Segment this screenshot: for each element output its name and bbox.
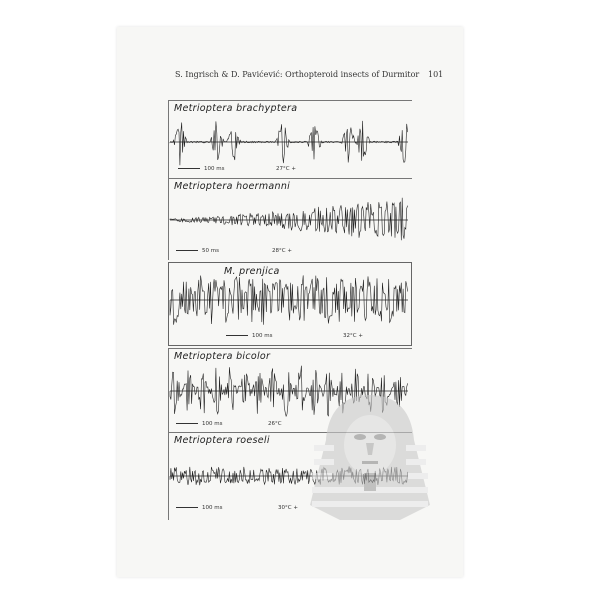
scale-bar: 100 ms (178, 166, 224, 172)
oscillogram-trace (169, 275, 408, 325)
oscillogram-panel-hoermanni: Metrioptera hoermanni 50 ms 28°C + (168, 178, 412, 260)
species-label: Metrioptera hoermanni (174, 181, 291, 192)
species-label: Metrioptera roeseli (174, 435, 270, 446)
scale-bar: 100 ms (176, 421, 222, 427)
species-label: M. prenjica (224, 266, 280, 277)
pharaoh-watermark-icon (310, 395, 430, 520)
temperature-label: 28°C + (272, 248, 292, 254)
species-label: Metrioptera brachyptera (174, 103, 298, 114)
scale-bar: 50 ms (176, 248, 219, 254)
temperature-label: 26°C (268, 421, 282, 427)
species-label: Metrioptera bicolor (174, 351, 271, 362)
oscillogram-panel-bicolor: Metrioptera bicolor 100 ms 26°C (168, 348, 412, 432)
scale-bar: 100 ms (176, 505, 222, 511)
page-number: 101 (428, 70, 444, 79)
oscillogram-trace (169, 197, 408, 241)
oscillogram-trace (169, 120, 408, 166)
temperature-label: 27°C + (276, 166, 296, 172)
oscillogram-panel-brachyptera: Metrioptera brachyptera 100 ms 27°C + (168, 100, 412, 178)
oscillogram-trace (169, 365, 408, 418)
temperature-label: 32°C + (343, 333, 363, 339)
header-title: S. Ingrisch & D. Pavićević: Orthopteroid… (175, 70, 420, 79)
scale-bar: 100 ms (226, 333, 272, 339)
oscillogram-panel-prenjica: M. prenjica 100 ms 32°C + (168, 262, 412, 346)
temperature-label: 30°C + (278, 505, 298, 511)
